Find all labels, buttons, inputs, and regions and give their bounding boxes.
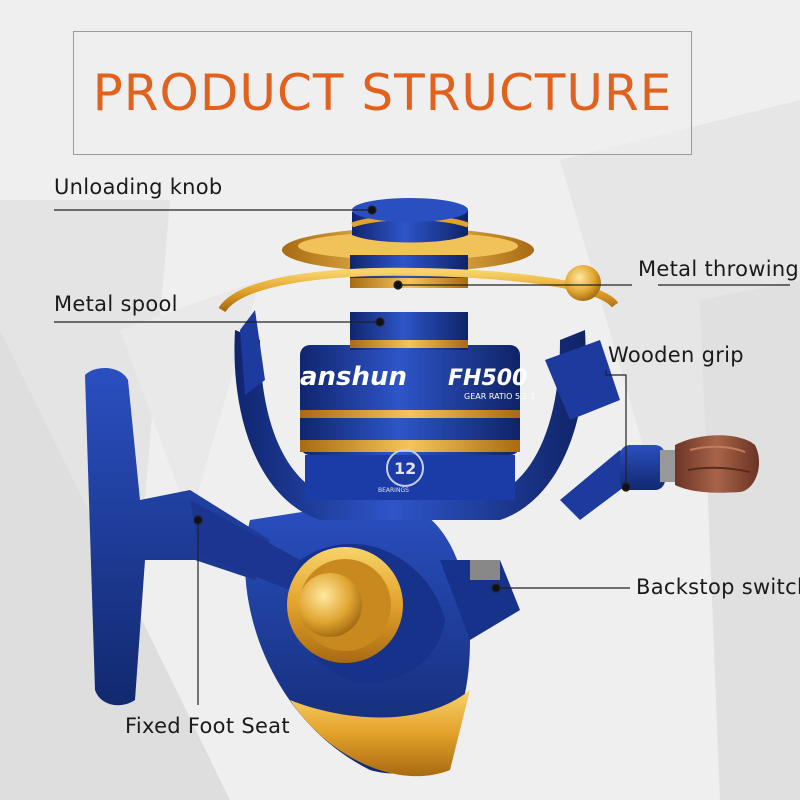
spool-brand: anshun	[300, 362, 407, 392]
spool-flange	[282, 228, 534, 288]
label-metal-spool: Metal spool	[54, 292, 178, 316]
bearing-caption: BEARINGS	[378, 487, 409, 494]
unloading-knob	[351, 198, 469, 243]
metal-spool: anshun FH500 GEAR RATIO 5.2:1 12 BEARING…	[300, 312, 536, 500]
label-metal-throwing: Metal throwing	[638, 257, 800, 281]
foot-seat	[440, 560, 520, 640]
bail-wire	[218, 265, 619, 313]
label-fixed-foot-seat: Fixed Foot Seat	[125, 714, 290, 738]
side-knob	[287, 547, 403, 663]
title-box: PRODUCT STRUCTURE	[73, 31, 692, 155]
wooden-grip-handle	[560, 435, 760, 520]
handle-arm	[85, 368, 300, 706]
bearing-count: 12	[394, 459, 416, 478]
label-wooden-grip: Wooden grip	[608, 343, 744, 367]
spool-gear-ratio: GEAR RATIO 5.2:1	[464, 392, 536, 401]
spool-model: FH500	[448, 366, 527, 391]
rotor	[234, 310, 620, 520]
page-title: PRODUCT STRUCTURE	[92, 64, 673, 122]
label-backstop-switch: Backstop switch	[636, 575, 800, 599]
label-unloading-knob: Unloading knob	[54, 175, 223, 199]
